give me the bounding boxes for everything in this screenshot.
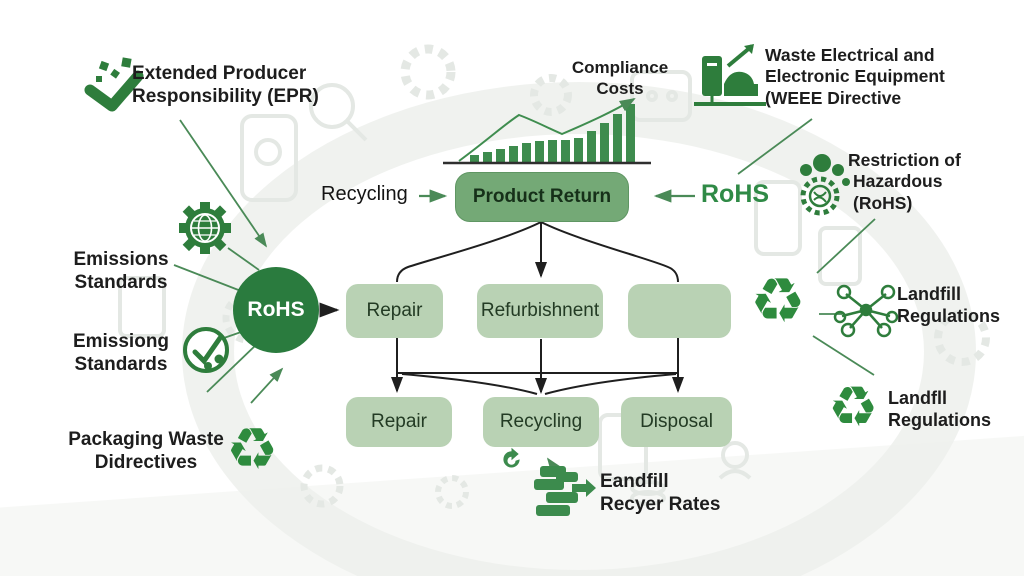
landfill-regulations-label-1: Landfill Regulations	[897, 284, 1001, 326]
emissiong-standards-label: Emissiong Standards	[72, 331, 170, 376]
recycle-icon: ♻	[828, 375, 879, 440]
landfill-recycle-rates-label: Eandfill Recyer Rates	[600, 471, 721, 516]
node-repair-bottom: Repair	[346, 397, 452, 447]
packaging-waste-label: Packaging Waste Didrectives	[68, 429, 224, 474]
node-blank	[628, 284, 731, 338]
node-refurbishment: Refurbishnent	[477, 284, 603, 338]
weee-label: Waste Electrical and Electronic Equipmen…	[765, 45, 945, 108]
node-product-return: Product Return	[455, 172, 629, 222]
node-recycling: Recycling	[483, 397, 599, 447]
hand-leaf-icon	[84, 57, 144, 112]
watermark-phone-camera-icon	[254, 138, 282, 166]
node-disposal: Disposal	[621, 397, 732, 447]
rohs-in-label: RoHS	[701, 180, 770, 208]
node-rohs-circle: RoHS	[233, 267, 319, 353]
recycle-icon: ♻	[226, 415, 278, 483]
compliance-costs-label: Compliance Costs	[571, 58, 669, 98]
recycle-icon: ♻	[750, 264, 806, 337]
recycling-in-label: Recycling	[321, 183, 408, 205]
emissions-standards-label: Emissions Standards	[73, 249, 169, 294]
rohs-full-label: Restriction of Hazardous (RoHS)	[848, 150, 961, 213]
watermark-gear-icon	[400, 44, 456, 100]
node-repair-mid: Repair	[346, 284, 443, 338]
epr-label: Extended Producer Responsibility (EPR)	[132, 63, 319, 108]
landfill-regulations-label-2: Landfll Regulations	[888, 388, 992, 430]
